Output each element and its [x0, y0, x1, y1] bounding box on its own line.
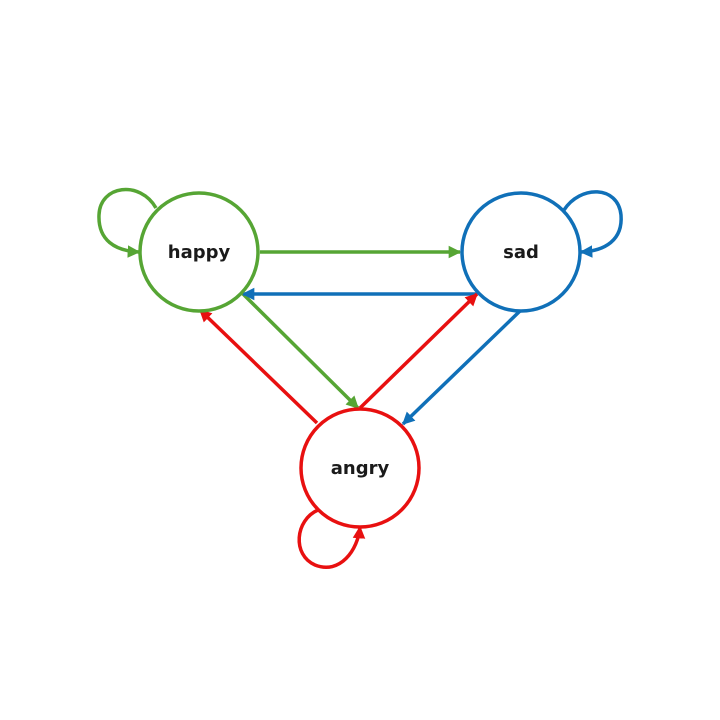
node-angry[interactable]: angry	[299, 407, 421, 529]
node-angry-label: angry	[331, 458, 390, 479]
edge-angry-to-sad	[358, 292, 479, 410]
edge-angry-to-happy	[198, 308, 319, 425]
edge-angry-to-angry	[297, 508, 366, 569]
node-sad-circle	[460, 191, 582, 313]
edge-happy-to-happy	[97, 187, 158, 258]
node-happy[interactable]: happy	[138, 191, 260, 313]
edge-sad-to-sad	[562, 190, 623, 258]
edge-happy-to-angry	[240, 291, 360, 410]
node-sad-label: sad	[503, 242, 539, 263]
node-happy-label: happy	[168, 242, 231, 263]
node-sad[interactable]: sad	[460, 191, 582, 313]
node-angry-circle	[299, 407, 421, 529]
edge-sad-to-angry	[401, 309, 522, 426]
node-happy-circle	[138, 191, 260, 313]
